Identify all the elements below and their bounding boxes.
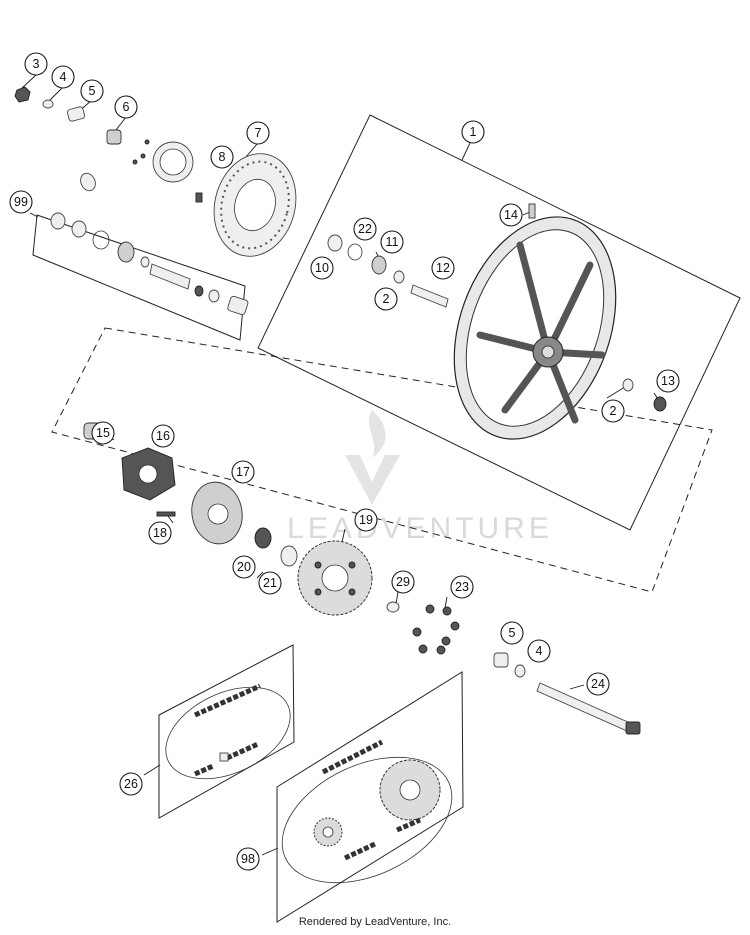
callout-5-lower: 5 bbox=[500, 621, 524, 645]
callout-23-label: 23 bbox=[455, 580, 469, 594]
kit-99-contents bbox=[50, 212, 249, 316]
callout-5-lower-label: 5 bbox=[509, 626, 516, 640]
callout-20-label: 20 bbox=[237, 560, 251, 574]
callout-21: 21 bbox=[258, 571, 282, 595]
callout-12-label: 12 bbox=[436, 261, 450, 275]
footer-credit: Rendered by LeadVenture, Inc. bbox=[298, 916, 452, 928]
callout-14-label: 14 bbox=[504, 208, 518, 222]
callout-98-label: 98 bbox=[241, 852, 255, 866]
sprocket-nuts bbox=[386, 601, 641, 735]
callout-7-label: 7 bbox=[255, 126, 262, 140]
callout-8-label: 8 bbox=[219, 150, 226, 164]
callout-4: 4 bbox=[51, 65, 75, 89]
callout-7: 7 bbox=[246, 121, 270, 145]
rear-rim bbox=[453, 216, 617, 440]
callout-24-label: 24 bbox=[591, 677, 605, 691]
callout-99-label: 99 bbox=[14, 195, 28, 209]
callout-4-lower-label: 4 bbox=[536, 644, 543, 658]
leader-lines bbox=[21, 74, 661, 856]
callout-1: 1 bbox=[461, 120, 485, 144]
watermark: LEADVENTURE bbox=[287, 410, 553, 545]
callout-20: 20 bbox=[232, 555, 256, 579]
callout-10-label: 10 bbox=[315, 261, 329, 275]
callout-5: 5 bbox=[80, 79, 104, 103]
callout-15: 15 bbox=[91, 421, 115, 445]
callout-16-label: 16 bbox=[156, 429, 170, 443]
callout-5-label: 5 bbox=[89, 84, 96, 98]
watermark-text: LEADVENTURE bbox=[287, 512, 553, 545]
callout-4-lower: 4 bbox=[527, 639, 551, 663]
callout-2-upper: 2 bbox=[374, 287, 398, 311]
callout-98: 98 bbox=[236, 847, 260, 871]
callout-15-label: 15 bbox=[96, 426, 110, 440]
callout-18-label: 18 bbox=[153, 526, 167, 540]
callout-29-label: 29 bbox=[396, 575, 410, 589]
hub-group-parts bbox=[83, 422, 298, 567]
callout-13-label: 13 bbox=[661, 374, 675, 388]
callout-22: 22 bbox=[353, 217, 377, 241]
callout-29: 29 bbox=[391, 570, 415, 594]
kit-99-panel bbox=[32, 214, 246, 341]
callout-26-label: 26 bbox=[124, 777, 138, 791]
callout-2-upper-label: 2 bbox=[383, 292, 390, 306]
chain-sprocket-kit-98 bbox=[281, 739, 453, 884]
callout-11-label: 11 bbox=[386, 235, 399, 249]
callout-99: 99 bbox=[9, 190, 33, 214]
callout-10: 10 bbox=[310, 256, 334, 280]
callout-21-label: 21 bbox=[263, 576, 277, 590]
callout-19-label: 19 bbox=[359, 513, 373, 527]
kit-98-panel bbox=[276, 671, 464, 923]
chain-26-panel bbox=[158, 644, 295, 819]
callout-19: 19 bbox=[354, 508, 378, 532]
callout-3: 3 bbox=[24, 52, 48, 76]
callout-16: 16 bbox=[151, 424, 175, 448]
callout-3-label: 3 bbox=[33, 57, 40, 71]
callout-2-lower: 2 bbox=[601, 399, 625, 423]
callout-12: 12 bbox=[431, 256, 455, 280]
callout-11: 11 bbox=[380, 230, 404, 254]
callout-24: 24 bbox=[586, 672, 610, 696]
chain-kit-26 bbox=[165, 683, 291, 780]
callout-26: 26 bbox=[119, 772, 143, 796]
callout-2-lower-label: 2 bbox=[610, 404, 617, 418]
callout-13: 13 bbox=[656, 369, 680, 393]
callout-6: 6 bbox=[114, 95, 138, 119]
callout-4-label: 4 bbox=[60, 70, 67, 84]
callout-14: 14 bbox=[499, 203, 523, 227]
wheel-assembly-panel bbox=[257, 114, 741, 531]
callout-1-label: 1 bbox=[470, 125, 477, 139]
callout-23: 23 bbox=[450, 575, 474, 599]
callout-6-label: 6 bbox=[123, 100, 130, 114]
callout-18: 18 bbox=[148, 521, 172, 545]
brake-disc bbox=[213, 153, 297, 257]
callout-8: 8 bbox=[210, 145, 234, 169]
rear-sprocket bbox=[297, 540, 373, 616]
wheel-small-parts bbox=[327, 203, 667, 412]
callout-22-label: 22 bbox=[358, 222, 372, 236]
callout-17: 17 bbox=[231, 460, 255, 484]
callout-17-label: 17 bbox=[236, 465, 250, 479]
hardware-top-left bbox=[14, 86, 203, 203]
